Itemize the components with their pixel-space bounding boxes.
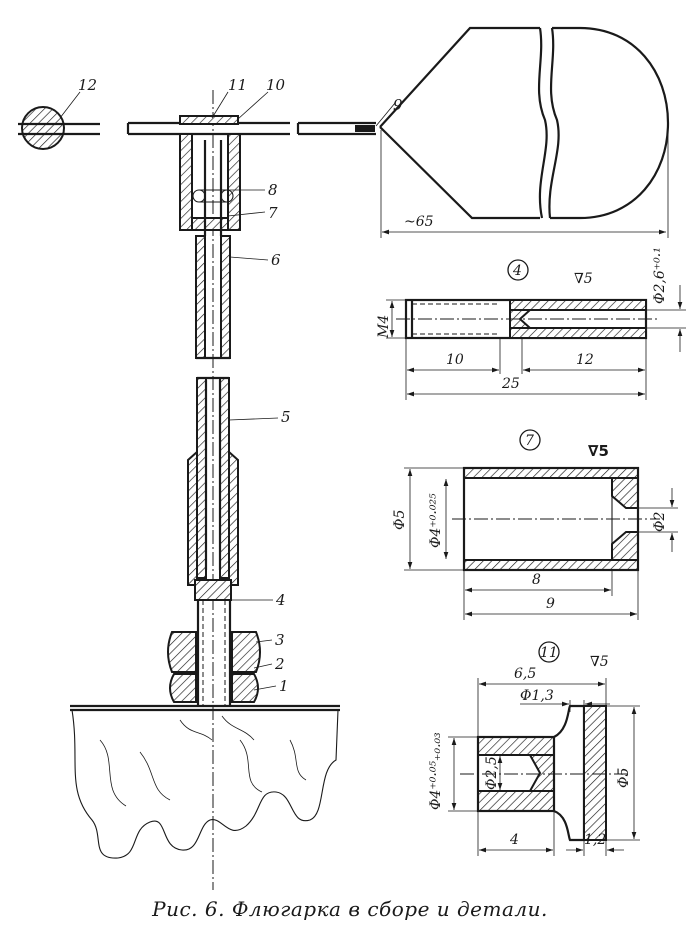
detail-11-bore-dia: Φ2,5 [484, 756, 500, 790]
detail-7-id: 7 [525, 433, 534, 449]
label-7: 7 [268, 204, 278, 222]
detail-11-id: 11 [540, 645, 558, 661]
assembly-view: 12 11 10 9 8 7 6 5 4 3 2 1 [18, 76, 403, 890]
label-8: 8 [268, 181, 278, 199]
detail-11-total-len: 6,5 [514, 666, 536, 682]
detail-11-head-dia: Φ5 [616, 768, 632, 788]
counterweight-12 [18, 106, 100, 150]
detail-7-roughness: ∇5 [588, 442, 609, 460]
detail-11-roughness: ∇5 [590, 654, 609, 670]
detail-4-len-right: 12 [576, 352, 594, 368]
detail-7-outer-dia: Φ5 [392, 510, 408, 530]
detail-4-id: 4 [512, 263, 522, 279]
detail-7: 7 ∇5 Φ5 Φ4⁺⁰·⁰²⁵ Φ2 8 9 [392, 429, 678, 620]
detail-11-shank-dia: Φ4⁺⁰·⁰⁵₊₀.₀₃ [428, 732, 444, 810]
vane-length-dim: ~65 [404, 214, 434, 230]
label-2: 2 [274, 655, 285, 673]
label-11: 11 [228, 76, 247, 94]
detail-4-len-left: 10 [446, 352, 464, 368]
detail-7-inner-dia: Φ4⁺⁰·⁰²⁵ [428, 493, 444, 548]
label-5: 5 [281, 408, 291, 426]
assembly-leaders [59, 91, 396, 691]
nuts [167, 631, 261, 703]
label-6: 6 [271, 251, 281, 269]
detail-7-total-len: 9 [546, 596, 555, 612]
detail-11-head-len: 1,2 [584, 832, 606, 848]
label-1: 1 [279, 677, 289, 695]
figure-caption: Рис. 6. Флюгарка в сборе и детали. [152, 897, 548, 921]
detail-4: 4 ∇5 10 12 25 М4 Φ2,6⁺⁰·¹ [376, 247, 686, 400]
base-1 [70, 704, 340, 859]
detail-11: 11 ∇5 6,5 Φ1,3 Φ4⁺⁰·⁰⁵₊₀.₀₃ Φ2,5 [428, 641, 640, 856]
label-12: 12 [78, 76, 97, 94]
label-4: 4 [275, 591, 286, 609]
detail-4-len-total: 25 [501, 376, 520, 392]
label-3: 3 [275, 631, 285, 649]
tube-6 [195, 235, 231, 360]
detail-4-dia: Φ2,6⁺⁰·¹ [652, 247, 668, 304]
bushing-assembly [179, 133, 241, 236]
label-9: 9 [393, 96, 403, 114]
vane-detail-9: ~65 [379, 26, 670, 238]
detail-11-shank-len: 4 [509, 832, 519, 848]
detail-7-hole-dia: Φ2 [652, 512, 668, 532]
label-10: 10 [266, 76, 286, 94]
detail-7-bore-len: 8 [532, 572, 541, 588]
rod-10 [126, 121, 376, 136]
shaft-4 [194, 579, 232, 707]
detail-11-groove-dia: Φ1,3 [520, 688, 554, 704]
detail-4-thread: М4 [376, 315, 392, 339]
detail-4-roughness: ∇5 [574, 271, 593, 287]
